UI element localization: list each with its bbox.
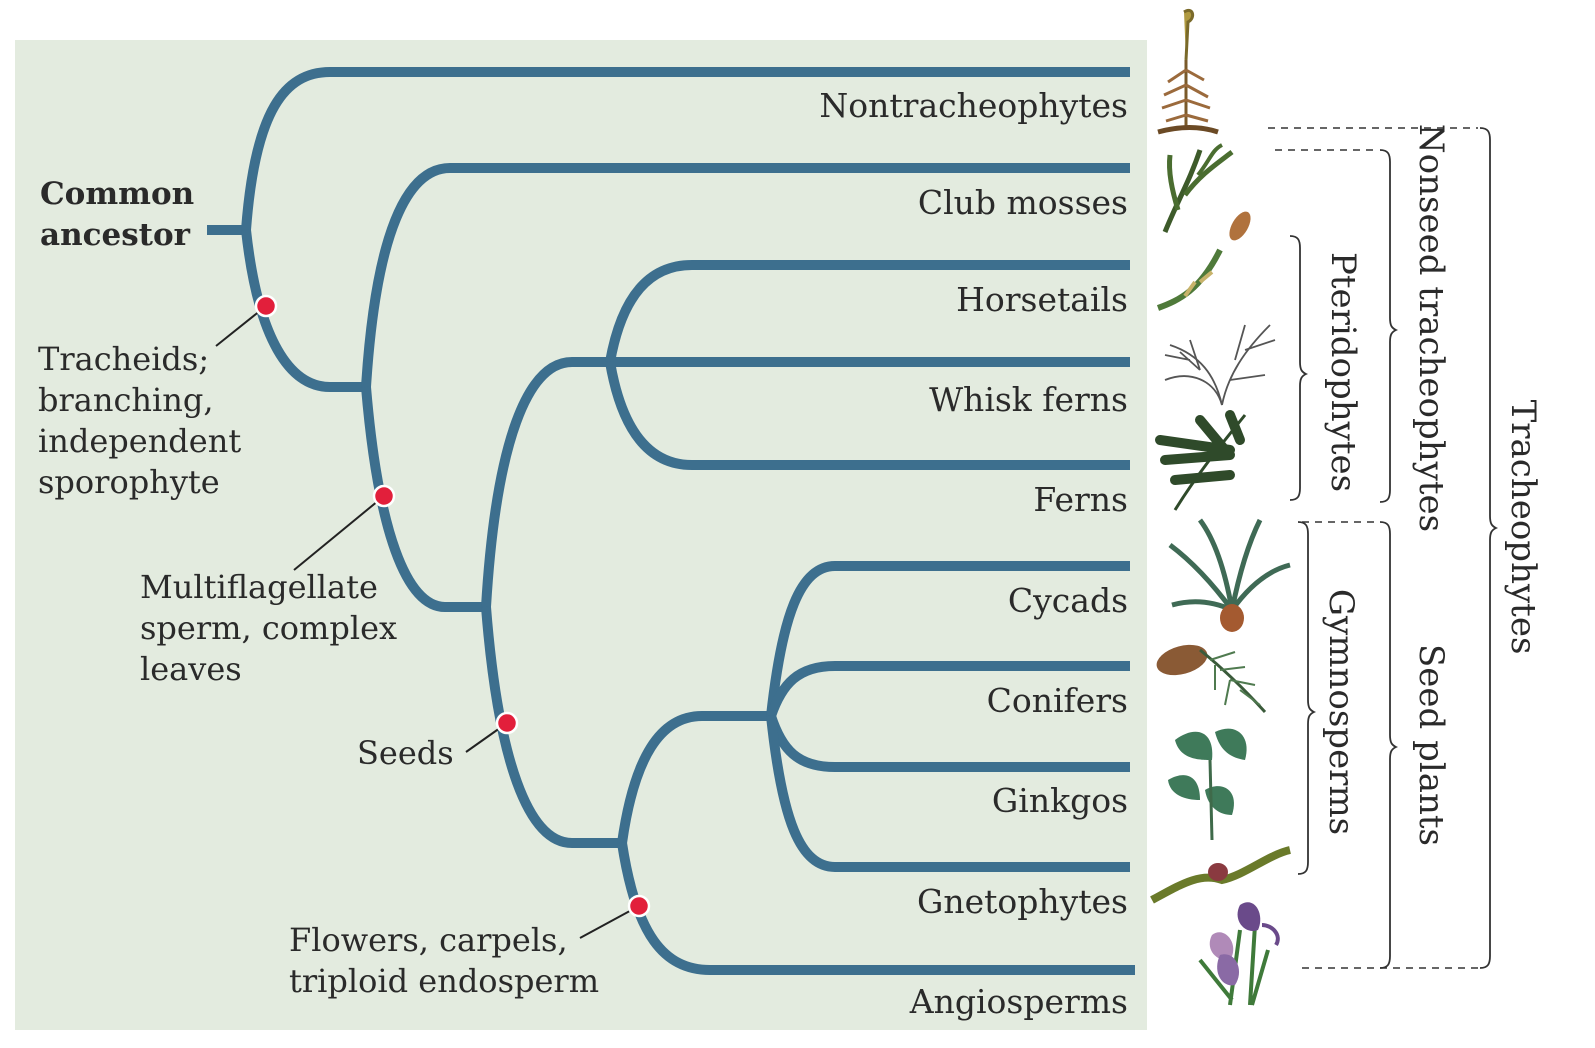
taxon-label: Conifers [987,681,1128,720]
trait-label-seeds: Seeds [357,734,454,772]
root-label-line-2: ancestor [40,217,191,253]
root-label-line-1: Common [40,176,194,212]
gnetophyte-icon [1152,850,1290,900]
group-brackets [1290,128,1496,968]
seed-plants-label: Seed plants [1411,644,1451,846]
trait-label-tracheids: independent [38,422,241,460]
tracheophytes-bracket [1480,128,1496,968]
taxon-label: Whisk ferns [929,380,1128,419]
trait-label-flowers: Flowers, carpels, [289,921,568,959]
taxon-label: Club mosses [918,183,1128,222]
trait-label-tracheids: Tracheids; [38,340,209,378]
seed-plants-bracket [1380,522,1396,968]
trait-dot-tracheids [256,296,276,316]
gymnosperms-label: Gymnosperms [1321,589,1361,835]
taxon-label: Gnetophytes [917,882,1128,921]
whisk-fern-icon [1165,325,1275,405]
pteridophytes-bracket [1290,236,1306,500]
pteridophytes-label: Pteridophytes [1323,252,1363,492]
taxon-label: Cycads [1008,581,1128,620]
ginkgo-icon [1168,729,1247,840]
horsetail-icon [1158,208,1255,308]
taxon-label: Ginkgos [992,781,1128,820]
moss-icon [1158,10,1218,132]
tracheophytes-label: Tracheophytes [1503,400,1543,655]
trait-label-tracheids: branching, [38,381,214,419]
trait-dot-flowers [629,896,649,916]
trait-label-multiflagellate: leaves [140,650,242,688]
gymnosperms-bracket [1298,522,1314,874]
taxon-label: Horsetails [956,280,1128,319]
trait-label-tracheids: sporophyte [38,463,220,501]
trait-label-flowers: triploid endosperm [289,962,599,1000]
conifer-icon [1153,640,1265,712]
trait-label-multiflagellate: sperm, complex [140,609,397,647]
taxon-label: Nontracheophytes [819,86,1128,125]
plant-illustrations [1152,10,1290,1005]
cycad-icon [1170,520,1290,632]
taxon-label: Ferns [1033,480,1128,519]
trait-dot-seeds [497,713,517,733]
nonseed-tracheophytes-label: Nonseed tracheophytes [1411,124,1451,532]
trait-label-multiflagellate: Multiflagellate [140,568,378,606]
club-moss-icon [1165,145,1232,232]
nonseed-tracheophytes-bracket [1380,150,1396,502]
fern-icon [1160,415,1245,510]
iris-flower-icon [1200,902,1278,1005]
trait-dot-multiflagellate [374,486,394,506]
taxon-label: Angiosperms [909,982,1128,1021]
